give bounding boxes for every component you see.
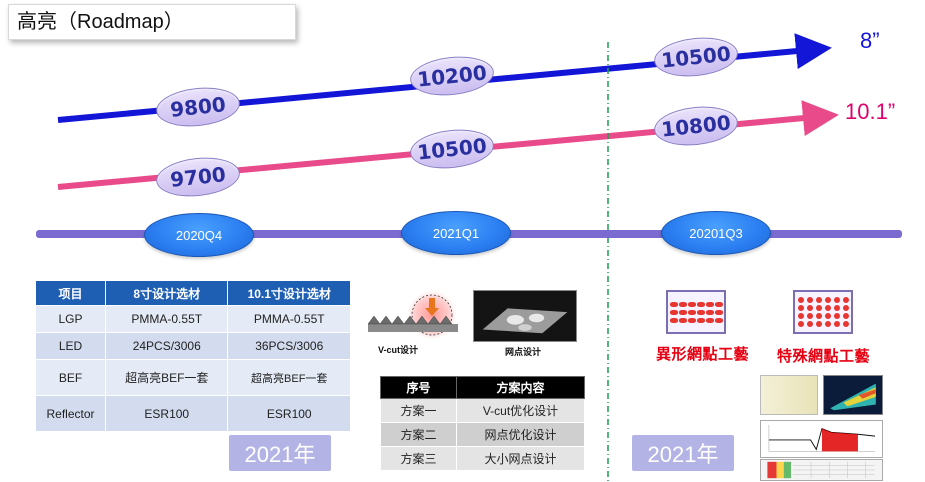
- period-2020q4: 2020Q4: [144, 213, 254, 257]
- pattern-dot: [714, 317, 723, 323]
- table-row: 方案一 V-cut优化设计: [380, 398, 585, 423]
- pattern-dot: [824, 313, 831, 319]
- vcut-diagram-image: [367, 289, 458, 341]
- year-badge-1: 2021年: [229, 435, 331, 471]
- pattern-dot: [669, 309, 678, 315]
- pattern-dot: [797, 305, 804, 311]
- pattern-dot: [842, 321, 849, 327]
- pattern-dot: [696, 317, 705, 323]
- table-cell: V-cut优化设计: [456, 398, 585, 423]
- pattern-dot: [842, 297, 849, 303]
- plan-table-header-row: 序号 方案内容: [380, 376, 585, 399]
- irregular-dot-label: 異形網點工藝: [656, 346, 750, 363]
- table-cell: BEF: [35, 359, 106, 396]
- pattern-dot: [806, 321, 813, 327]
- year-badge-2: 2021年: [632, 435, 734, 471]
- table-row: LGP PMMA-0.55T PMMA-0.55T: [35, 305, 351, 333]
- special-dot-pattern-image: [793, 290, 853, 334]
- table-row: 方案二 网点优化设计: [380, 422, 585, 447]
- pattern-dot: [705, 309, 714, 315]
- table-cell: 大小网点设计: [456, 446, 585, 471]
- pattern-dot: [815, 305, 822, 311]
- plan-table: 序号 方案内容 方案一 V-cut优化设计 方案二 网点优化设计 方案三 大小网…: [380, 376, 585, 471]
- dot-caption: 网点设计: [505, 347, 542, 357]
- table-row: Reflector ESR100 ESR100: [35, 395, 351, 432]
- irregular-dot-pattern-image: [666, 290, 726, 334]
- vcut-caption: V-cut设计: [378, 345, 419, 355]
- pattern-dot: [705, 317, 714, 323]
- table-row: 方案三 大小网点设计: [380, 446, 585, 471]
- period-2021q1: 2021Q1: [401, 211, 511, 255]
- pattern-dot: [806, 305, 813, 311]
- dot-pattern-image: [473, 290, 577, 342]
- pattern-dot: [806, 297, 813, 303]
- pattern-dot: [833, 313, 840, 319]
- data-grid-image: [760, 459, 883, 481]
- plan-header-content: 方案内容: [456, 376, 585, 399]
- pattern-dot: [678, 309, 687, 315]
- pattern-dot: [842, 305, 849, 311]
- table-cell: ESR100: [104, 395, 229, 432]
- table-cell: 方案二: [380, 422, 457, 447]
- pattern-dot: [815, 313, 822, 319]
- table-cell: PMMA-0.55T: [104, 305, 229, 333]
- pattern-dot: [797, 297, 804, 303]
- pattern-dot: [669, 317, 678, 323]
- pattern-dot: [797, 313, 804, 319]
- pattern-dot: [678, 301, 687, 307]
- period-2021q3: 20201Q3: [661, 211, 771, 255]
- table-cell: 36PCS/3006: [227, 332, 351, 360]
- size-10-label: 10.1”: [845, 99, 896, 124]
- heatmap-image: [823, 375, 883, 415]
- spec-header-item: 项目: [35, 280, 106, 306]
- pattern-dot: [687, 317, 696, 323]
- pattern-dot: [714, 301, 723, 307]
- pattern-dot: [842, 313, 849, 319]
- table-cell: PMMA-0.55T: [227, 305, 351, 333]
- spec-header-10: 10.1寸设计选材: [227, 280, 351, 306]
- table-cell: 24PCS/3006: [104, 332, 229, 360]
- size-8-label: 8”: [860, 28, 880, 53]
- pattern-dot: [696, 301, 705, 307]
- optical-photo-image: [760, 375, 818, 415]
- pattern-dot: [687, 301, 696, 307]
- plan-header-index: 序号: [380, 376, 457, 399]
- pattern-dot: [678, 317, 687, 323]
- table-cell: 网点优化设计: [456, 422, 585, 447]
- pattern-dot: [696, 309, 705, 315]
- table-cell: 方案三: [380, 446, 457, 471]
- table-cell: LGP: [35, 305, 106, 333]
- table-cell: 方案一: [380, 398, 457, 423]
- pattern-dot: [687, 309, 696, 315]
- table-cell: 超高亮BEF一套: [104, 359, 229, 396]
- table-row: BEF 超高亮BEF一套 超高亮BEF一套: [35, 359, 351, 396]
- spec-table-header-row: 项目 8寸设计选材 10.1寸设计选材: [35, 280, 351, 306]
- curve-chart-image: [760, 420, 883, 458]
- pattern-dot: [815, 297, 822, 303]
- pattern-dot: [824, 297, 831, 303]
- pattern-dot: [797, 321, 804, 327]
- pattern-dot: [824, 321, 831, 327]
- table-cell: Reflector: [35, 395, 106, 432]
- table-row: LED 24PCS/3006 36PCS/3006: [35, 332, 351, 360]
- spec-header-8: 8寸设计选材: [104, 280, 229, 306]
- pattern-dot: [824, 305, 831, 311]
- table-cell: 超高亮BEF一套: [227, 359, 351, 396]
- pattern-dot: [815, 321, 822, 327]
- pattern-dot: [705, 301, 714, 307]
- pattern-dot: [833, 321, 840, 327]
- pattern-dot: [833, 305, 840, 311]
- pattern-dot: [833, 297, 840, 303]
- pattern-dot: [806, 313, 813, 319]
- page-title: 高亮（Roadmap）: [8, 4, 296, 40]
- spec-table: 项目 8寸设计选材 10.1寸设计选材 LGP PMMA-0.55T PMMA-…: [35, 280, 351, 432]
- table-cell: ESR100: [227, 395, 351, 432]
- special-dot-label: 特殊網點工藝: [777, 348, 871, 365]
- pattern-dot: [669, 301, 678, 307]
- pattern-dot: [714, 309, 723, 315]
- table-cell: LED: [35, 332, 106, 360]
